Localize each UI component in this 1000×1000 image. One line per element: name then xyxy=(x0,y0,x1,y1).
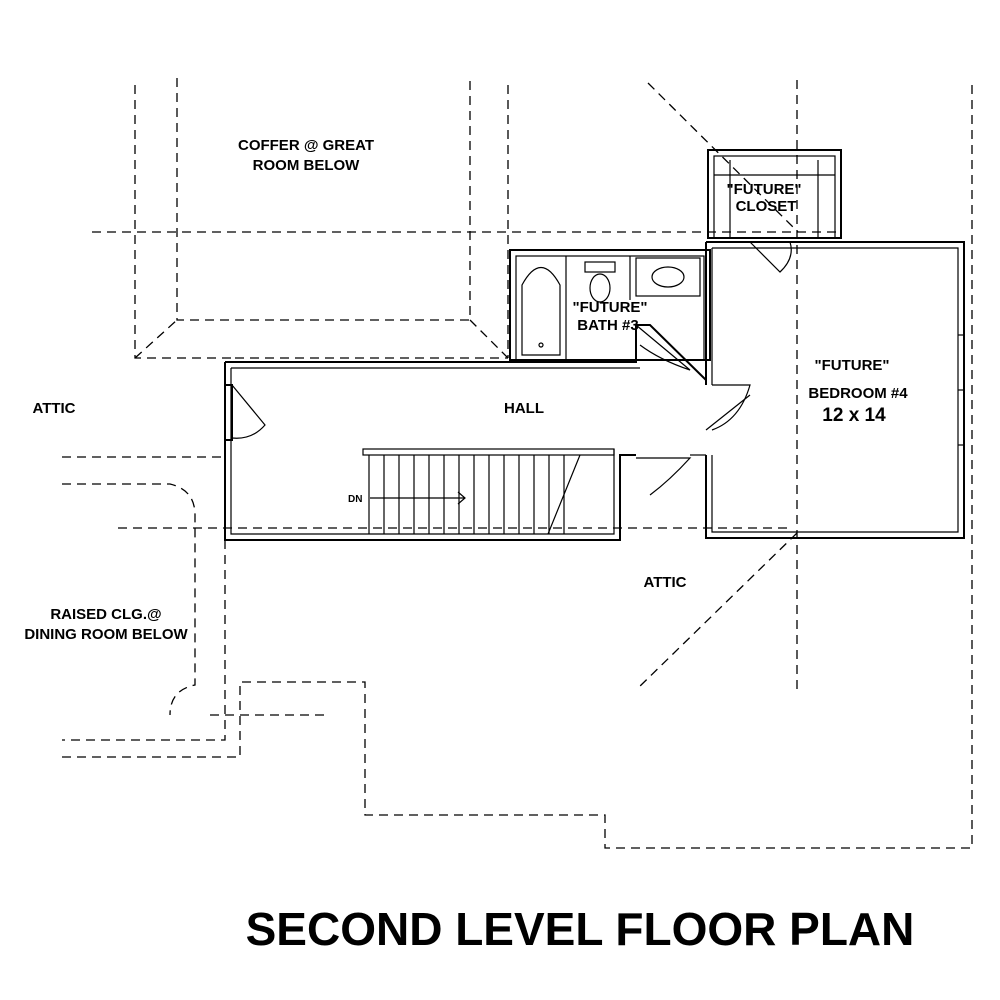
hall-angle-upper xyxy=(705,394,751,431)
bath-door-swing xyxy=(635,324,691,371)
bedroom-wall xyxy=(705,241,965,539)
attic-door-swing xyxy=(636,457,692,496)
hall-lower-wall xyxy=(224,362,636,541)
closet-diagonal xyxy=(647,82,799,233)
toilet-tank xyxy=(584,261,616,273)
stair-treads xyxy=(368,455,565,534)
hall-closet-wall xyxy=(225,384,233,441)
dining-outline-top xyxy=(62,483,196,716)
hall-closet-door-swing xyxy=(231,384,266,439)
stair-direction-label: DN xyxy=(348,494,362,505)
coffer-outline xyxy=(134,85,235,359)
bedroom-size-label: 12 x 14 xyxy=(822,405,886,426)
walls xyxy=(224,149,965,541)
bedroom-door-swing xyxy=(711,384,751,431)
dining-outline-left xyxy=(62,540,226,741)
closet-inner-wall xyxy=(713,155,836,239)
coffer-diagonal-left xyxy=(134,319,178,359)
attic-label-bottom: ATTIC xyxy=(643,574,686,591)
room-labels: COFFER @ GREAT ROOM BELOW "FUTURE" CLOSE… xyxy=(24,137,908,643)
coffer-diagonal-right xyxy=(469,319,509,359)
bedroom-label-line2: BEDROOM #4 xyxy=(808,385,908,402)
bathtub xyxy=(521,267,561,356)
coffer-label-line1: COFFER @ GREAT xyxy=(238,137,374,154)
hall-lower-inner-wall xyxy=(230,368,615,535)
toilet-bowl xyxy=(589,273,611,303)
stair-landing-rail xyxy=(362,448,615,456)
bedroom-label-line1: "FUTURE" xyxy=(814,357,889,374)
dining-label-line1: RAISED CLG.@ xyxy=(50,606,161,623)
attic-label-left: ATTIC xyxy=(32,400,75,417)
vanity-counter xyxy=(635,257,701,297)
closet-door-swing xyxy=(749,241,792,273)
coffer-label-line2: ROOM BELOW xyxy=(253,157,360,174)
drawing-title: SECOND LEVEL FLOOR PLAN xyxy=(246,903,915,955)
stair-arrow-head xyxy=(457,491,466,505)
bath-label-line1: "FUTURE" xyxy=(572,299,647,316)
coffer-inner-outline xyxy=(176,78,471,321)
bath-label-line2: BATH #3 xyxy=(577,317,638,334)
sink-basin xyxy=(651,266,685,288)
tub-drain xyxy=(538,342,544,348)
dashed-outline-lines xyxy=(62,78,973,849)
closet-label-line2: CLOSET xyxy=(736,198,797,215)
closet-label-line1: "FUTURE" xyxy=(726,181,801,198)
stair-break-line xyxy=(547,454,581,535)
bedroom-inner-wall xyxy=(711,247,959,533)
bath-inner-wall xyxy=(515,255,705,361)
dining-label-line2: DINING ROOM BELOW xyxy=(24,626,188,643)
dining-outline-bottom xyxy=(62,681,972,849)
hall-label: HALL xyxy=(504,400,544,417)
lower-diagonal xyxy=(635,532,798,691)
